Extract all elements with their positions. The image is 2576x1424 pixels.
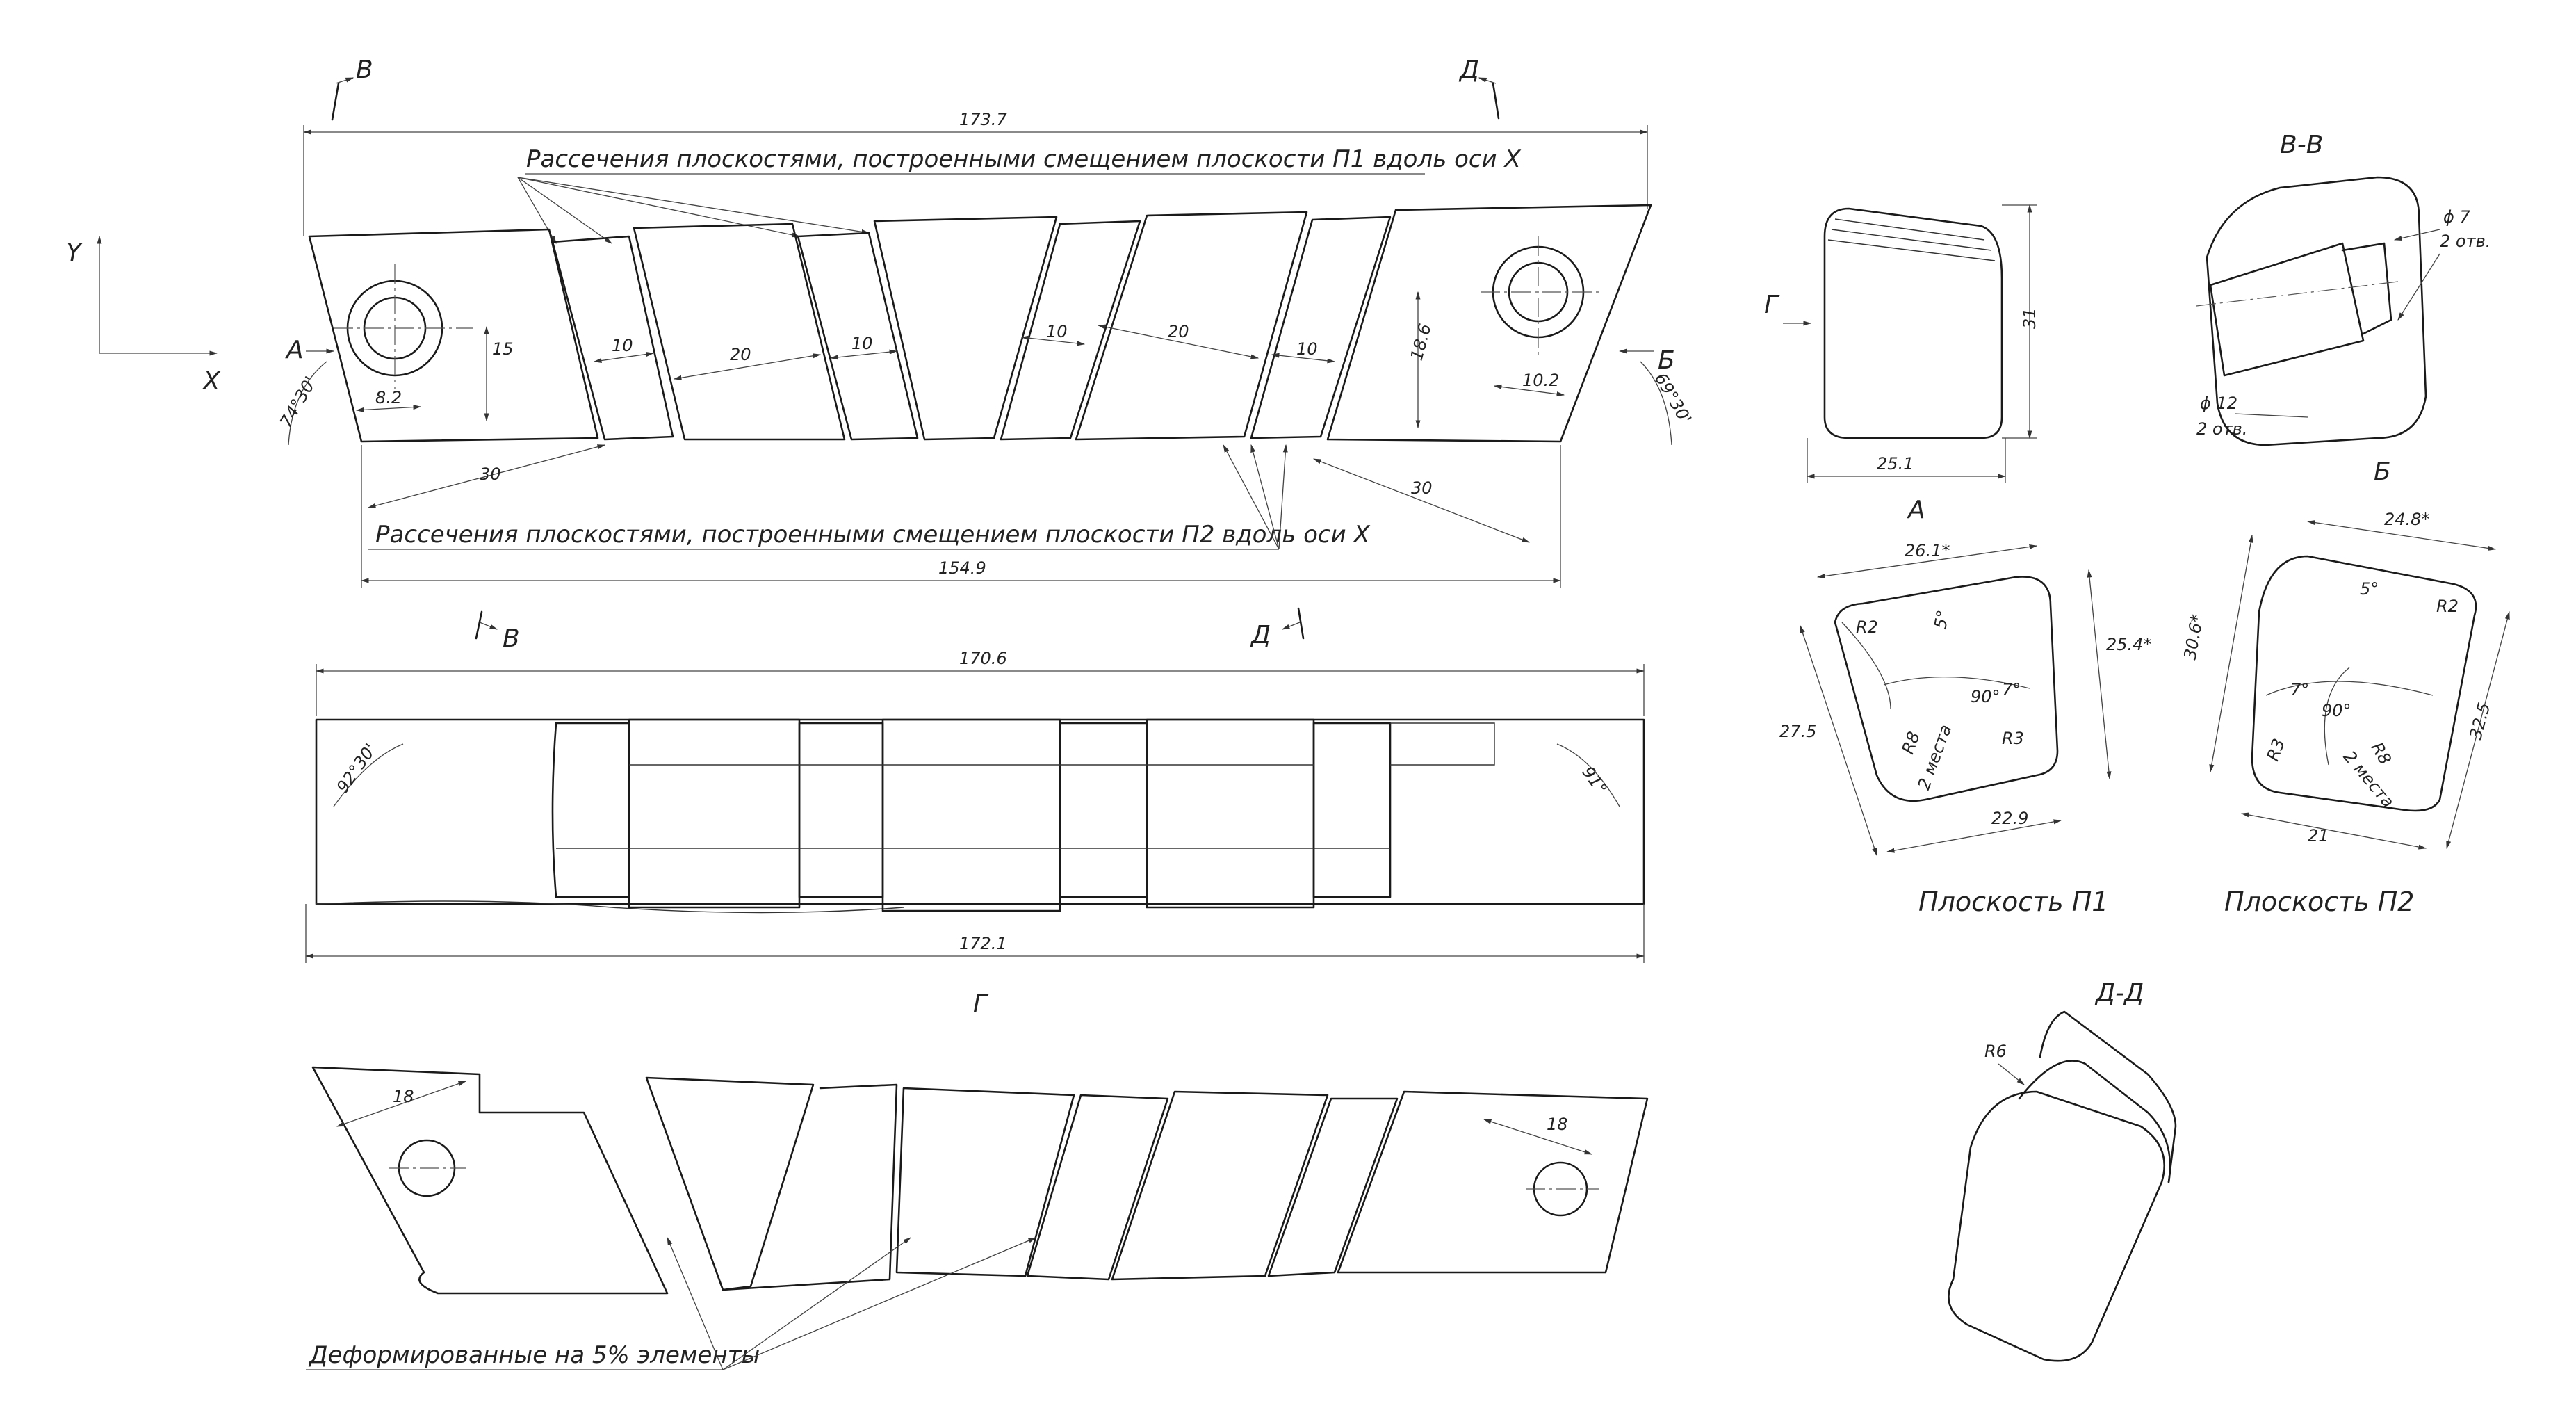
dim-seg-20a: 20 — [730, 345, 751, 364]
dim-overall-172-1: 172.1 — [959, 934, 1007, 953]
plane-p1-caption: Плоскость П1 — [1918, 887, 2108, 917]
dim-p2-7: 7° — [2290, 680, 2309, 699]
dim-section-25-1: 25.1 — [1877, 454, 1914, 474]
dim-p1-r2: R2 — [1856, 617, 1878, 637]
note-cut-planes-p1: Рассечения плоскостями, построенными сме… — [526, 145, 1521, 173]
dim-overall-154-9: 154.9 — [938, 558, 986, 578]
dim-p1-27-5: 27.5 — [1779, 722, 1816, 741]
dim-phi12-count: 2 отв. — [2196, 419, 2247, 439]
plane-p2-title: Б — [2374, 458, 2391, 486]
dim-p2-32-5: 32.5 — [2465, 701, 2494, 742]
dim-p1-r3: R3 — [2002, 729, 2024, 748]
dim-p1-25-4: 25.4* — [2106, 635, 2151, 654]
dim-30-right: 30 — [1411, 478, 1433, 498]
dim-g-18-right: 18 — [1547, 1115, 1568, 1134]
dim-seg-10a: 10 — [612, 336, 633, 355]
dim-angle-left: 74°30' — [276, 373, 320, 431]
dim-p2-21: 21 — [2308, 826, 2329, 846]
dim-g-18-left: 18 — [393, 1087, 414, 1106]
dim-8-2: 8.2 — [375, 388, 402, 407]
axis-indicator: Y X — [66, 235, 221, 396]
dim-seg-10c: 10 — [1046, 322, 1068, 341]
section-label-b-top: В — [356, 56, 373, 84]
plane-p2-view: Б 24.8* 30.6* 32.5 21 R2 R3 R8 2 места 9… — [2180, 458, 2510, 917]
arrow-label-a: А — [285, 336, 304, 364]
dim-p1-26-1: 26.1* — [1905, 541, 1950, 560]
dim-seg-10b: 10 — [851, 334, 873, 353]
dim-angle-right: 69°30' — [1651, 370, 1695, 428]
dim-phi7: ϕ 7 — [2443, 207, 2470, 227]
dim-30-left: 30 — [480, 464, 501, 484]
axis-y-label: Y — [66, 238, 83, 267]
dim-section-31: 31 — [2020, 307, 2039, 329]
section-view-g: Г 31 25.1 — [1764, 204, 2039, 483]
section-view-bb: В-В ϕ 7 2 отв. ϕ 12 2 отв. — [2196, 131, 2491, 446]
section-label-d-mid: Д — [1250, 621, 1271, 649]
note-cut-planes-p2: Рассечения плоскостями, построенными сме… — [375, 521, 1370, 549]
dim-p1-5: 5° — [1930, 608, 1953, 631]
arrow-label-b: Б — [1658, 346, 1675, 375]
dim-p2-r2: R2 — [2436, 597, 2459, 616]
dim-10-2: 10.2 — [1522, 371, 1559, 390]
dim-p1-90: 90° — [1971, 687, 2000, 706]
section-label-b-mid: В — [503, 624, 520, 653]
dim-p2-r8: R8 — [2367, 739, 2395, 768]
dim-p2-90: 90° — [2322, 701, 2351, 720]
view-g: Г 18 18 Деформированные на 5% элементы — [306, 989, 1649, 1370]
dim-p1-7: 7° — [2002, 680, 2021, 699]
dim-p2-r3: R3 — [2263, 736, 2289, 764]
plane-p1-view: А 26.1* 25.4* 27.5 22.9 R2 R3 R8 2 места… — [1779, 496, 2151, 917]
dim-p1-r8-count: 2 места — [1914, 722, 1956, 792]
dim-15: 15 — [492, 339, 514, 359]
dim-p1-22-9: 22.9 — [1991, 809, 2028, 828]
plane-p2-caption: Плоскость П2 — [2224, 887, 2414, 917]
plane-p1-title: А — [1907, 496, 1925, 524]
section-bb-title: В-В — [2280, 131, 2323, 159]
dim-phi12: ϕ 12 — [2200, 394, 2237, 413]
axis-x-label: X — [202, 367, 221, 396]
dim-p2-5: 5° — [2360, 579, 2379, 599]
dim-p2-24-8: 24.8* — [2384, 510, 2429, 529]
dim-18-6: 18.6 — [1407, 322, 1435, 363]
section-view-dd: Д-Д R6 — [1948, 979, 2177, 1362]
section-marker-b-top: В — [331, 56, 373, 121]
dim-overall-173-7: 173.7 — [959, 110, 1007, 129]
dim-angle-92: 92°30' — [333, 740, 381, 796]
note-deformed: Деформированные на 5% элементы — [308, 1341, 760, 1369]
dim-dd-r6: R6 — [1984, 1042, 2007, 1061]
section-g-arrow-label: Г — [1764, 291, 1780, 319]
dim-seg-10d: 10 — [1296, 339, 1318, 359]
top-view: 173.7 Рассечения плоскостями, построенны… — [276, 110, 1695, 588]
dim-p1-r8: R8 — [1898, 729, 1924, 757]
dim-seg-20b: 20 — [1168, 322, 1189, 341]
section-marker-d-top: Д — [1458, 56, 1500, 120]
dim-overall-170-6: 170.6 — [959, 649, 1007, 668]
dim-phi7-count: 2 отв. — [2440, 232, 2491, 251]
dim-p2-30-6: 30.6* — [2180, 613, 2208, 661]
section-label-d-top: Д — [1458, 56, 1479, 84]
section-dd-title: Д-Д — [2094, 979, 2144, 1008]
view-label-g: Г — [973, 989, 989, 1018]
dim-angle-91: 91° — [1578, 763, 1611, 798]
front-view: В Д 170.6 92°30' 91° 172.1 — [304, 607, 1645, 963]
